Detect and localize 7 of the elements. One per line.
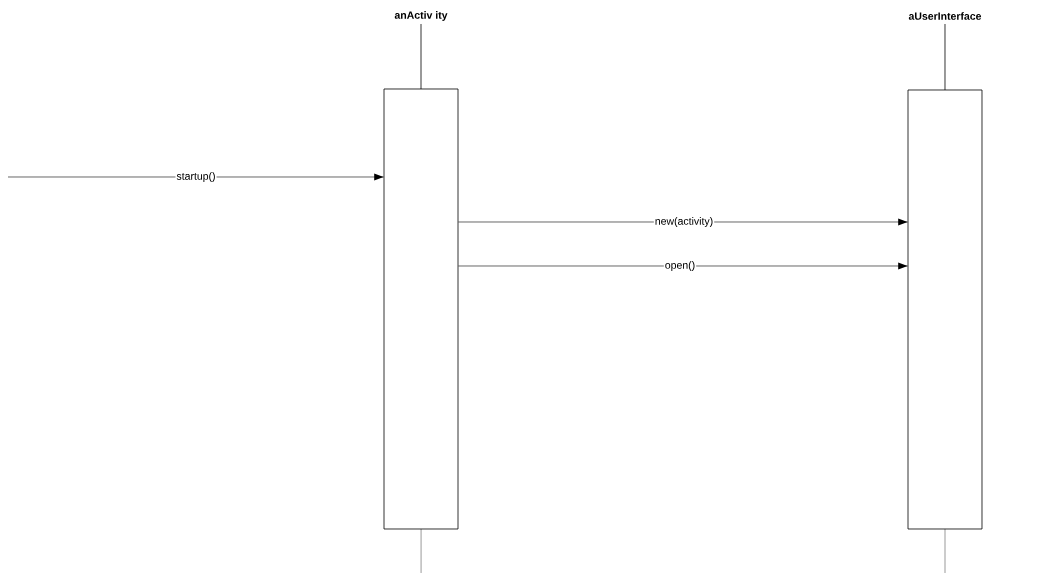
lifeline-heading: anActiv ity [394, 11, 448, 21]
message-label: new(activity) [653, 216, 715, 228]
message-arrow [7, 173, 384, 181]
message-label: open() [663, 260, 697, 272]
message-arrow [458, 262, 908, 270]
lifeline-heading: aUserInterface [908, 12, 982, 20]
message-label: startup() [175, 171, 217, 183]
